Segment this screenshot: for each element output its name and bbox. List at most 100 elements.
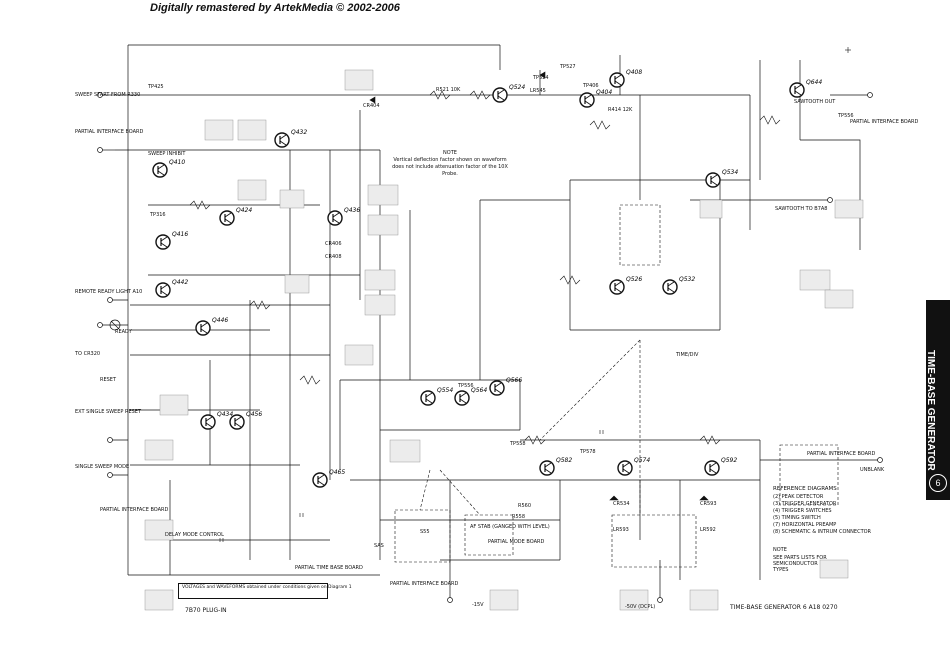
transistor-q524: Q524 bbox=[492, 84, 525, 103]
schematic-label: LR593 bbox=[613, 527, 629, 533]
schematic-label: PARTIAL INTERFACE BOARD bbox=[850, 119, 919, 125]
transistor-q456: Q456 bbox=[229, 411, 262, 430]
schematic-label: CR593 bbox=[700, 501, 717, 507]
schematic-label: PARTIAL INTERFACE BOARD bbox=[390, 581, 459, 587]
schematic-label: TP558 bbox=[510, 441, 526, 447]
transistor-q432: Q432 bbox=[274, 129, 307, 148]
schematic-label: SWEEP START FROM R330 bbox=[75, 92, 141, 98]
footer-left: 7B70 PLUG-IN bbox=[185, 607, 227, 614]
side-tab-number: 6 bbox=[929, 474, 947, 492]
schematic-label: READY bbox=[115, 329, 132, 335]
transistor-label: Q465 bbox=[329, 469, 345, 476]
transistor-q582: Q582 bbox=[539, 457, 572, 476]
schematic-label: S55 bbox=[420, 529, 430, 535]
transistor-q410: Q410 bbox=[152, 159, 185, 178]
schematic-label: TP556 bbox=[458, 383, 474, 389]
reference-note-text: SEE PARTS LISTS FOR SEMICONDUCTOR TYPES bbox=[773, 555, 827, 573]
reference-diagram-item: (5) TIMING SWITCH bbox=[773, 515, 821, 521]
reference-diagram-item: (3) TRIGGER GENERATOR bbox=[773, 501, 837, 507]
schematic-label: UNBLANK bbox=[860, 467, 885, 473]
footer-date: A18 0270 bbox=[808, 604, 838, 611]
transistor-label: Q446 bbox=[212, 317, 228, 324]
transistor-label: Q410 bbox=[169, 159, 185, 166]
header-title: Digitally remastered by ArtekMedia © 200… bbox=[150, 2, 400, 14]
transistor-q434: Q434 bbox=[200, 411, 233, 430]
transistor-q574: Q574 bbox=[617, 457, 650, 476]
voltage-legend-box bbox=[178, 583, 328, 599]
transistor-q436: Q436 bbox=[327, 207, 360, 226]
transistor-q564: Q564 bbox=[454, 387, 487, 406]
side-tab-label: TIME-BASE GENERATOR bbox=[925, 350, 936, 471]
legend-ref: 1 bbox=[348, 585, 352, 590]
schematic-label: TP425 bbox=[148, 84, 164, 90]
schematic-label: PARTIAL INTERFACE BOARD bbox=[100, 507, 169, 513]
transistor-q465: Q465 bbox=[312, 469, 345, 488]
legend-text: VOLTAGES and WAVEFORMS obtained under co… bbox=[182, 585, 348, 590]
transistor-q442: Q442 bbox=[155, 279, 188, 298]
transistor-label: Q566 bbox=[506, 377, 522, 384]
footer-right: TIME-BASE GENERATOR 6 A18 0270 bbox=[730, 604, 838, 611]
schematic-label: CR534 bbox=[613, 501, 630, 507]
schematic-label: TIME/DIV bbox=[676, 352, 699, 358]
transistor-label: Q526 bbox=[626, 276, 642, 283]
schematic-label: TP406 bbox=[583, 83, 599, 89]
schematic-label: DELAY MODE CONTROL bbox=[165, 532, 224, 538]
schematic-label: AF STAB (GANGED WITH LEVEL) bbox=[470, 524, 550, 530]
side-tab bbox=[926, 300, 950, 500]
transistor-q534: Q534 bbox=[705, 169, 738, 188]
schematic-label: -50V (DCPL) bbox=[625, 604, 656, 610]
transistor-label: Q436 bbox=[344, 207, 360, 214]
transistor-label: Q564 bbox=[471, 387, 487, 394]
schematic-label: REMOTE READY LIGHT A10 bbox=[75, 289, 143, 295]
transistor-q408: Q408 bbox=[609, 69, 642, 88]
note-title: NOTE bbox=[443, 150, 457, 156]
reference-diagram-item: (7) HORIZONTAL PREAMP bbox=[773, 522, 837, 528]
transistor-label: Q644 bbox=[806, 79, 822, 86]
footer-title: TIME-BASE GENERATOR bbox=[730, 604, 801, 611]
schematic-label: PARTIAL INTERFACE BOARD bbox=[807, 451, 876, 457]
transistor-q592: Q592 bbox=[704, 457, 737, 476]
transistor-q416: Q416 bbox=[155, 231, 188, 250]
schematic-label: TP527 bbox=[560, 64, 576, 70]
transistor-label: Q424 bbox=[236, 207, 252, 214]
transistor-label: Q404 bbox=[596, 89, 612, 96]
transistor-q424: Q424 bbox=[219, 207, 252, 226]
transistor-q404: Q404 bbox=[579, 89, 612, 108]
transistor-label: Q456 bbox=[246, 411, 262, 418]
schematic-label: R521 10K bbox=[436, 87, 461, 93]
schematic-label: CR404 bbox=[363, 103, 380, 109]
transistor-label: Q574 bbox=[634, 457, 650, 464]
reference-diagram-item: (2) PEAK DETECTOR bbox=[773, 494, 824, 500]
schematic-label: PARTIAL TIME BASE BOARD bbox=[295, 565, 363, 571]
transistor-label: Q582 bbox=[556, 457, 572, 464]
transistor-label: Q534 bbox=[722, 169, 738, 176]
transistor-label: Q408 bbox=[626, 69, 642, 76]
schematic-label: LR545 bbox=[530, 88, 546, 94]
schematic-label: TP316 bbox=[150, 212, 166, 218]
schematic-label: R558 bbox=[512, 514, 526, 520]
transistor-label: Q592 bbox=[721, 457, 737, 464]
transistor-q446: Q446 bbox=[195, 317, 228, 336]
transistor-label: Q532 bbox=[679, 276, 695, 283]
schematic-label: SINGLE SWEEP MODE bbox=[75, 464, 130, 470]
schematic-label: TP524 bbox=[533, 75, 549, 81]
transistor-q532: Q532 bbox=[662, 276, 695, 295]
schematic-label: SAWTOOTH OUT bbox=[794, 99, 836, 105]
schematic-label: CR406 bbox=[325, 241, 342, 247]
schematic-note: NOTE Vertical deflection factor shown on… bbox=[390, 150, 510, 178]
transistor-q644: Q644 bbox=[789, 79, 822, 98]
transistor-label: Q524 bbox=[509, 84, 525, 91]
note-text: Vertical deflection factor shown on wave… bbox=[392, 157, 508, 177]
transistor-label: Q416 bbox=[172, 231, 188, 238]
transistor-q554: Q554 bbox=[420, 387, 453, 406]
schematic-label: SAS bbox=[374, 543, 384, 549]
voltage-legend-text: VOLTAGES and WAVEFORMS obtained under co… bbox=[182, 585, 352, 591]
schematic-label: LR592 bbox=[700, 527, 716, 533]
schematic-label: R414 12K bbox=[608, 107, 633, 113]
schematic-label: EXT SINGLE SWEEP RESET bbox=[75, 409, 141, 415]
transistor-label: Q442 bbox=[172, 279, 188, 286]
schematic-label: PARTIAL MODE BOARD bbox=[488, 539, 545, 545]
schematic-label: TP556 bbox=[838, 113, 854, 119]
schematic-label: RESET bbox=[100, 377, 117, 383]
